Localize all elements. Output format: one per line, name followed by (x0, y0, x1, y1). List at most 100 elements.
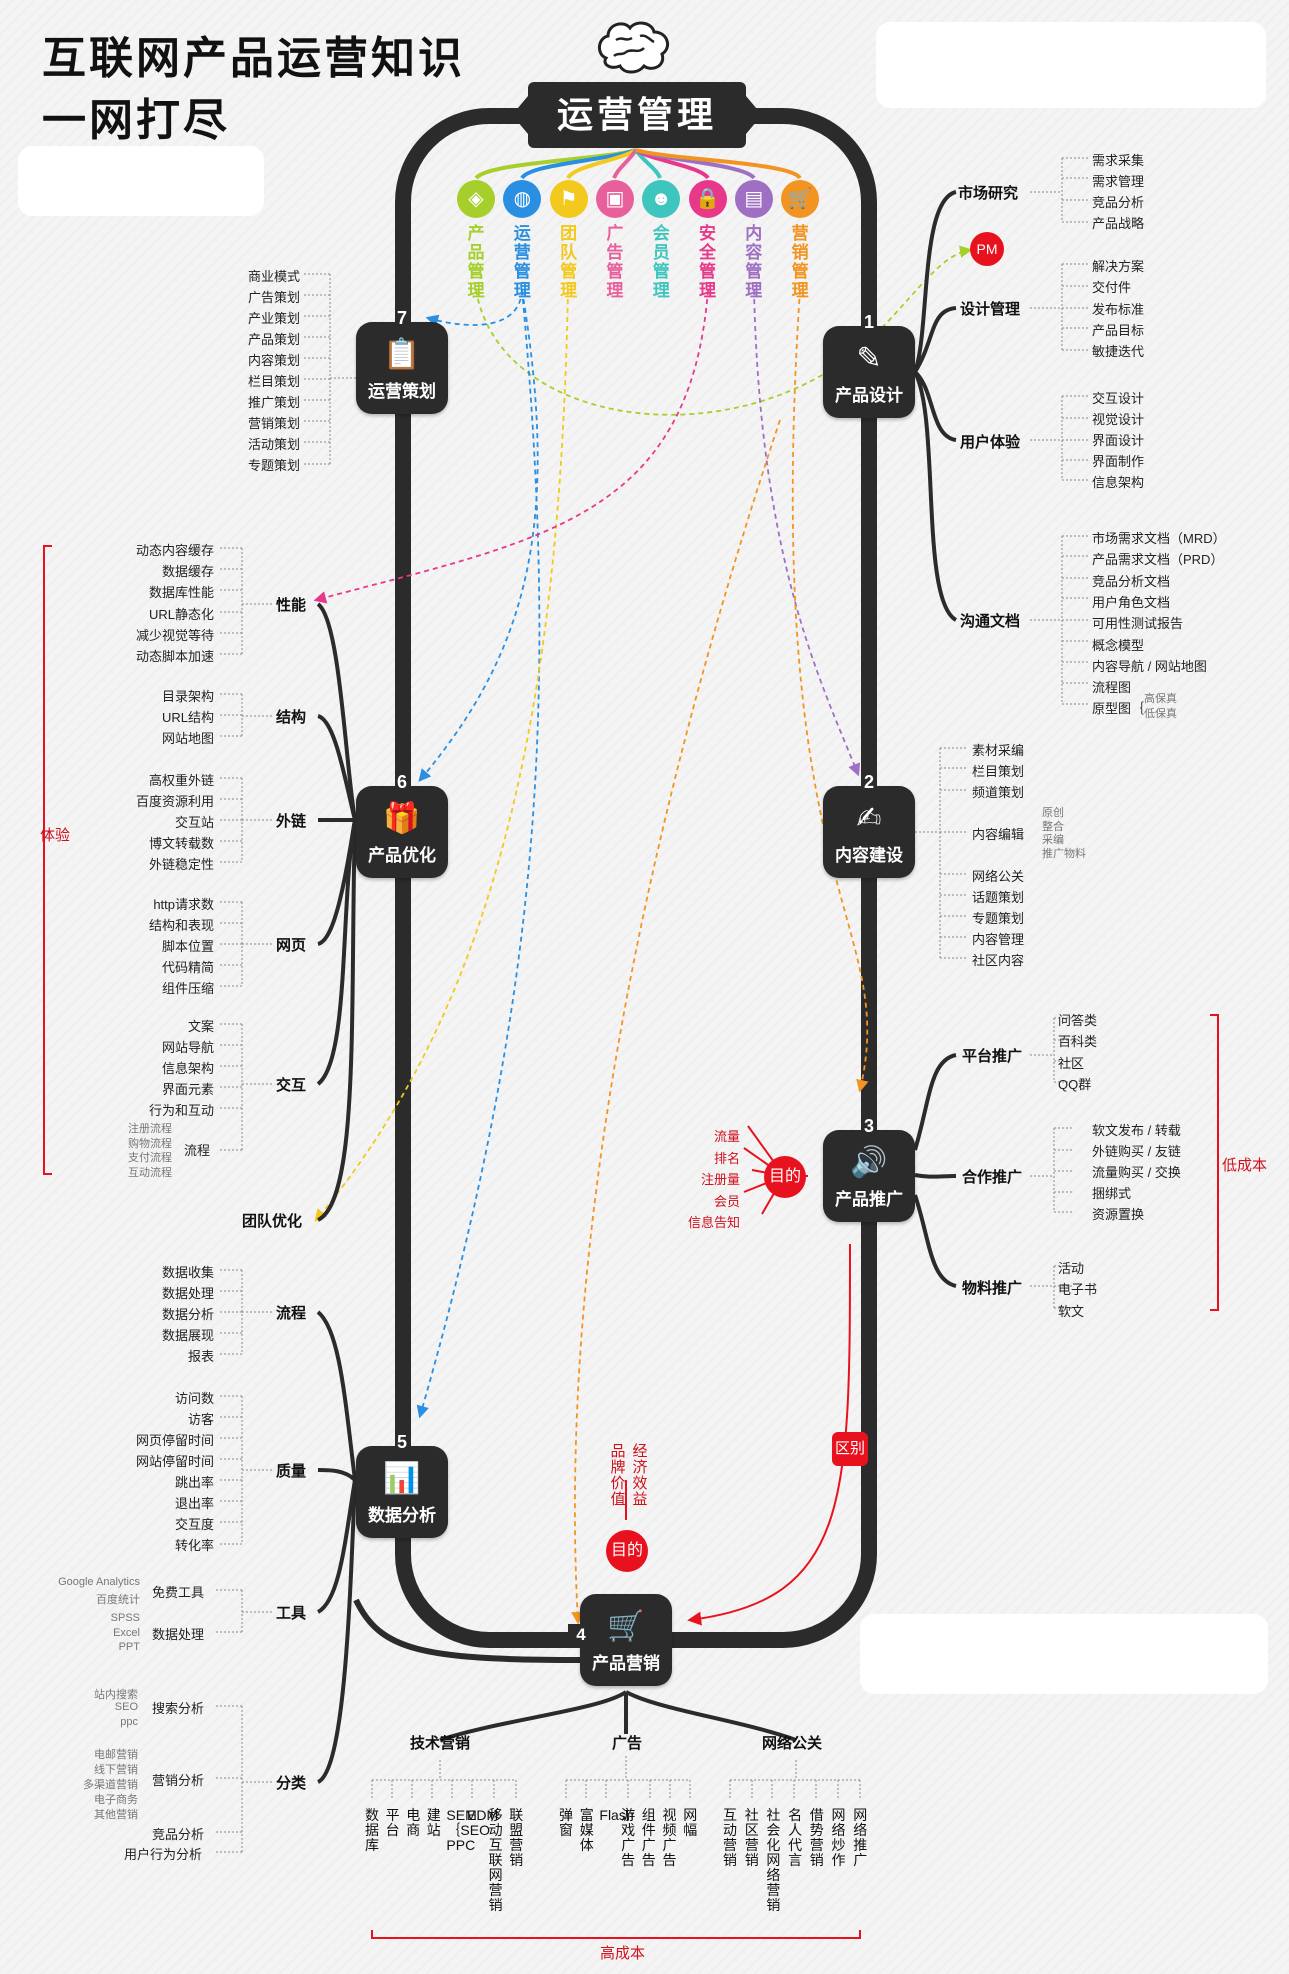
brain-icon (598, 21, 670, 74)
perf-item: 数据缓存 (161, 564, 214, 580)
interact-item: 信息架构 (161, 1061, 214, 1076)
node-product-promotion[interactable]: 3 🔊 产品推广 (823, 1116, 915, 1222)
lock-icon[interactable]: 🔒 (688, 180, 727, 218)
node-data-analysis[interactable]: 5 📊 数据分析 (356, 1432, 448, 1538)
tech-item: 移动互联网营销 (488, 1807, 503, 1913)
title-line-1: 互联网产品运营知识 (42, 34, 465, 83)
module-label: 会员管理 (652, 224, 670, 300)
doc-item: 可用性测试报告 (1092, 616, 1184, 632)
module-label: 营销管理 (791, 224, 809, 300)
user-behavior-analysis: 用户行为分析 (124, 1847, 203, 1862)
branch-platform-promotion: 平台推广 (962, 1048, 1023, 1065)
branch-cooperation-promotion: 合作推广 (962, 1169, 1023, 1186)
node-number: 1 (863, 312, 874, 332)
proc-tool-item: PPT (118, 1641, 140, 1653)
module-label: 运营管理 (513, 224, 531, 300)
branch-external-links: 外链 (276, 813, 307, 830)
perf-item: 减少视觉等待 (135, 627, 214, 643)
edit-icon: ✍ (856, 802, 882, 835)
branch-advertising: 广告 (612, 1735, 643, 1752)
search-analysis: 搜索分析 (152, 1701, 205, 1716)
content-edit-sub-item: 原创 (1042, 807, 1064, 819)
planning-item: 产业策划 (247, 311, 300, 326)
planning-item: 专题策划 (247, 458, 300, 473)
tech-item: SEM｛SEO PPC (446, 1807, 490, 1853)
node-label: 内容建设 (835, 846, 903, 865)
branch-market-research: 市场研究 (958, 185, 1019, 202)
proc-tool-item: Excel (113, 1626, 140, 1639)
perf-item: URL静态化 (148, 606, 214, 622)
module-label: 安全管理 (699, 224, 716, 300)
cart-icon: 🛒 (607, 1610, 645, 1643)
node-product-marketing[interactable]: 🛒 产品营销 (580, 1594, 672, 1686)
node-label: 产品推广 (835, 1190, 903, 1209)
content-item: 素材采编 (972, 743, 1025, 758)
doc-item: 市场需求文档（MRD） (1092, 531, 1226, 546)
branch-classification: 分类 (276, 1775, 307, 1792)
doc-item: 概念模型 (1092, 637, 1145, 653)
globe-icon[interactable]: ◍ (503, 180, 542, 218)
page-item: 脚本位置 (161, 939, 214, 954)
material-item: 软文 (1058, 1303, 1085, 1319)
links-item: 博文转载数 (148, 836, 214, 851)
interact-item: 网站导航 (161, 1040, 214, 1055)
process-item: 数据分析 (161, 1307, 214, 1322)
pr-item: 网络炒作 (831, 1807, 846, 1868)
search-item: SEO (114, 1701, 138, 1713)
content-item: 频道策划 (972, 785, 1025, 800)
proto-low-fidelity: 低保真 (1144, 708, 1177, 720)
doc-item: 用户角色文档 (1092, 594, 1171, 610)
platform-item: 社区 (1058, 1055, 1085, 1071)
ad-item: 视频广告 (662, 1807, 677, 1868)
branch-tools: 工具 (276, 1605, 307, 1622)
content-edit-sub-item: 推广物料 (1042, 847, 1086, 860)
node-label: 产品设计 (835, 386, 903, 405)
quality-item: 交互度 (174, 1517, 214, 1532)
design-item: 交付件 (1092, 280, 1132, 296)
free-tool-item: Google Analytics (58, 1576, 140, 1588)
platform-item: QQ群 (1058, 1076, 1092, 1092)
promo-goal-item: 会员 (713, 1193, 740, 1209)
pr-item: 网络推广 (853, 1807, 868, 1868)
branch-performance: 性能 (276, 597, 307, 614)
flow-item: 互动流程 (128, 1166, 172, 1179)
node-product-optimization[interactable]: 6 🎁 产品优化 (356, 772, 448, 878)
struct-item: 网站地图 (161, 731, 214, 746)
ad-item: 弹窗 (559, 1807, 573, 1838)
tv-icon[interactable]: ▣ (595, 180, 634, 218)
node-content-building[interactable]: 2 ✍ 内容建设 (823, 772, 915, 878)
difference-badge: 区别 (832, 1432, 868, 1466)
branch-process: 流程 (276, 1305, 307, 1322)
interact-item: 行为和互动 (148, 1103, 214, 1118)
pr-item: 借势营销 (809, 1807, 824, 1868)
pr-item: 社会化网络营销 (766, 1807, 781, 1913)
cube-icon[interactable]: ◈ (457, 180, 495, 218)
perf-item: 动态脚本加速 (135, 649, 214, 664)
promo-goal-badge: 目的 (764, 1156, 806, 1198)
member-icon[interactable]: ☻ (642, 180, 681, 218)
page-item: 组件压缩 (161, 981, 214, 996)
links-item: 交互站 (174, 815, 214, 830)
struct-item: 目录架构 (161, 689, 214, 704)
pr-item: 互动营销 (723, 1807, 737, 1868)
competitor-analysis: 竞品分析 (152, 1827, 205, 1842)
content-edit: 内容编辑 (972, 827, 1025, 842)
planning-item: 商业模式 (247, 269, 300, 284)
doc-item: 原型图｛ (1092, 701, 1145, 717)
node-operation-planning[interactable]: 7 📋 运营策划 (356, 308, 448, 414)
links-item: 百度资源利用 (135, 794, 214, 809)
node-product-design[interactable]: 1 ✎ 产品设计 (823, 312, 915, 418)
module-label: 产品管理 (467, 224, 485, 300)
ad-item: 富媒体 (579, 1807, 594, 1853)
blank-patch (18, 146, 264, 216)
page-item: 结构和表现 (148, 918, 214, 933)
flow-item: 注册流程 (128, 1123, 172, 1135)
document-icon[interactable]: ▤ (734, 180, 773, 218)
team-icon[interactable]: ⚑ (549, 180, 588, 218)
cart-icon[interactable]: 🛒 (781, 180, 820, 218)
branch-tech-marketing: 技术营销 (410, 1735, 471, 1752)
blank-patch (876, 22, 1266, 108)
platform-item: 百科类 (1058, 1034, 1098, 1050)
ad-item: 游戏广告 (621, 1807, 636, 1868)
promo-goal-item: 信息告知 (687, 1215, 740, 1230)
